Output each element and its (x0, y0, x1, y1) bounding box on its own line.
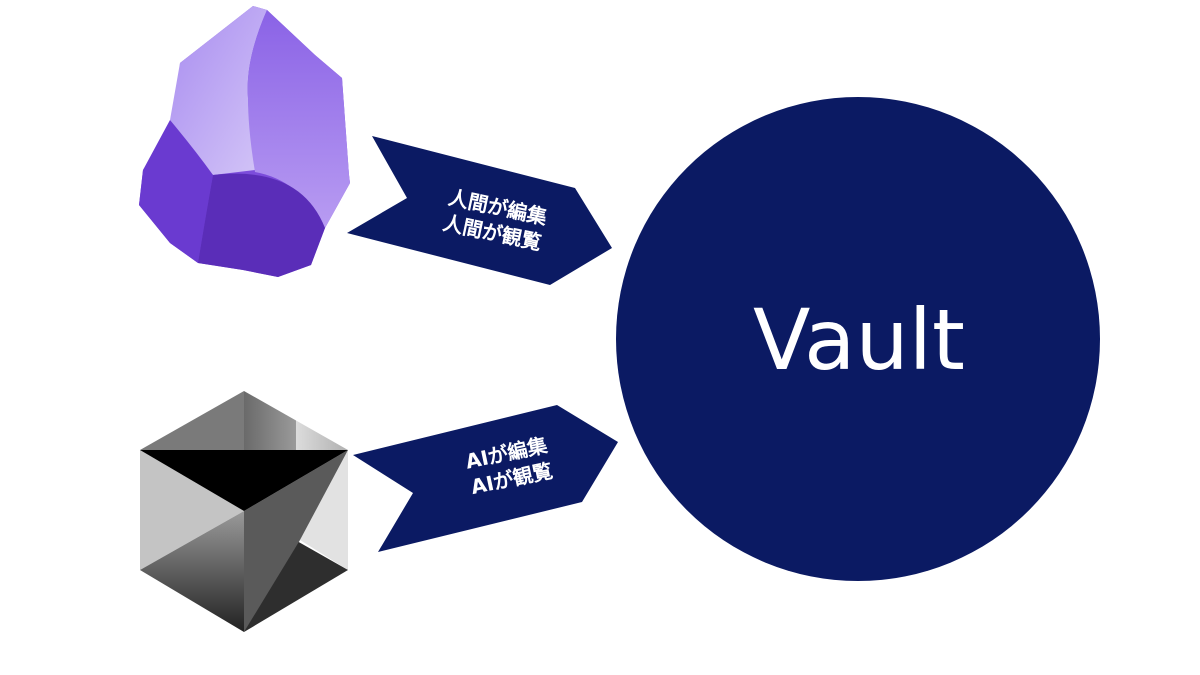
vault-label: Vault (753, 291, 965, 389)
human-access-arrow (347, 136, 612, 285)
vault-circle (616, 97, 1100, 581)
obsidian-logo-icon (139, 6, 350, 277)
hexagon-cube-logo-icon (140, 391, 348, 632)
ai-access-arrow (353, 405, 618, 552)
